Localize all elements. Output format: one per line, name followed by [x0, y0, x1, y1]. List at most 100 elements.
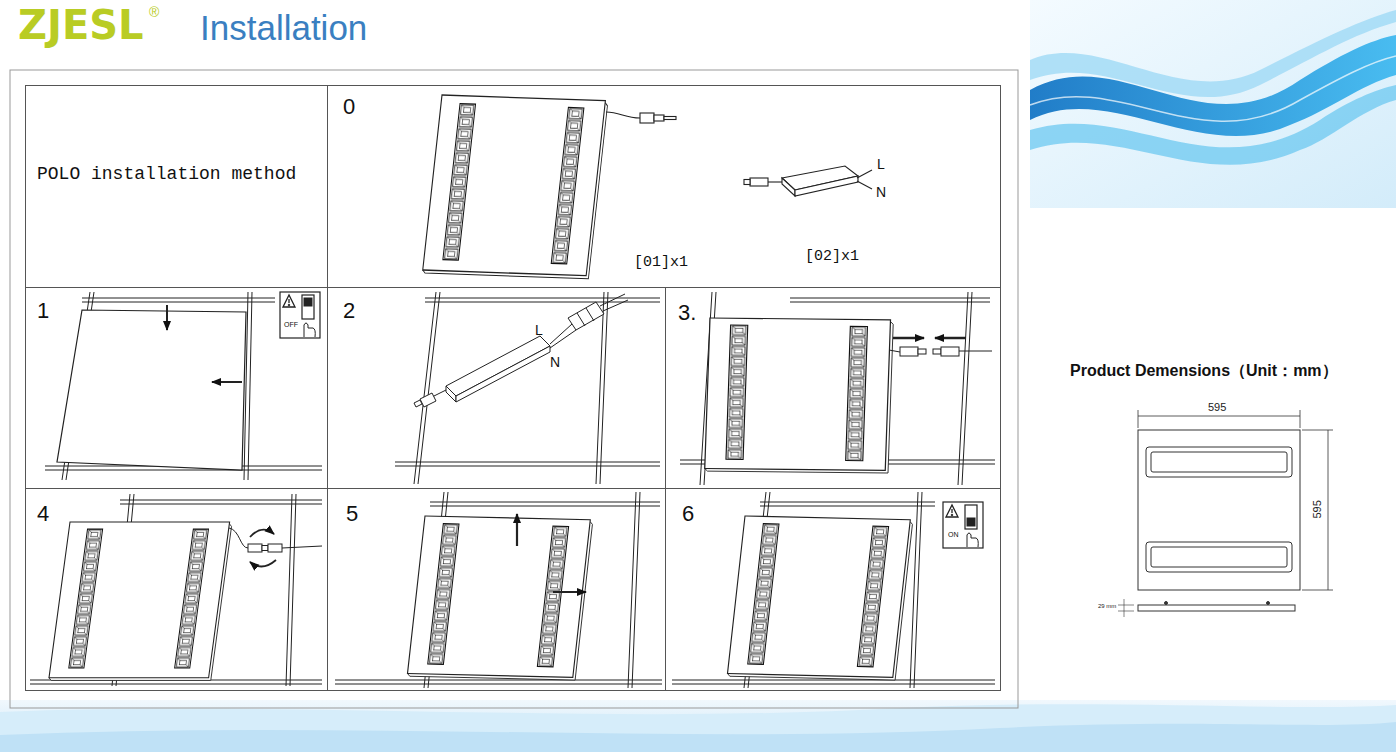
step-number: 6	[682, 501, 694, 526]
step1-ceiling	[82, 298, 275, 302]
step3-connect	[941, 347, 959, 356]
step4-lock	[268, 544, 282, 552]
step3-connect	[680, 292, 995, 485]
step2-driver-wiring	[395, 292, 660, 484]
step6-power-on	[672, 492, 995, 688]
step3-connect	[918, 349, 926, 354]
step2-driver-wiring	[550, 324, 572, 344]
step6-power-on	[967, 518, 975, 526]
footer-wave-band	[0, 704, 1396, 752]
dimension-drawing	[1146, 447, 1292, 477]
step5-insert	[335, 680, 662, 684]
method-title: POLO installation method	[37, 164, 296, 185]
step-cell: 3.	[665, 287, 1001, 489]
registered-mark: ®	[149, 4, 159, 20]
wire-name: N	[876, 184, 886, 200]
step0-parts	[795, 176, 858, 196]
dimension-drawing	[1118, 599, 1134, 617]
step6-power-on	[760, 502, 935, 506]
step-number: 0	[343, 94, 355, 119]
step5-insert	[553, 591, 586, 593]
dimension-drawing	[1151, 452, 1287, 472]
step2-driver-wiring	[600, 294, 628, 311]
step1-ceiling	[212, 381, 242, 383]
step4-lock	[250, 530, 274, 537]
step4-lock	[30, 494, 322, 686]
step0-parts	[750, 178, 768, 186]
step3-connect	[705, 318, 894, 473]
dimension-drawing	[1138, 605, 1295, 611]
dimension-drawing	[1267, 602, 1270, 605]
step1-ceiling	[166, 305, 168, 330]
step1-ceiling	[45, 292, 322, 480]
step2-driver-wiring	[420, 393, 436, 407]
step0-parts	[782, 178, 795, 196]
step3-connect	[958, 292, 972, 485]
step4-lock	[262, 546, 268, 551]
step2-driver-wiring	[432, 390, 446, 397]
step2-driver-wiring	[414, 400, 422, 407]
step2-driver-wiring	[577, 308, 594, 326]
step6-power-on	[727, 516, 913, 680]
step5-insert	[628, 492, 640, 688]
dimension-drawing	[1146, 542, 1292, 572]
step4-lock	[250, 560, 276, 567]
step0-parts	[664, 117, 676, 120]
part-count: [02]x1	[805, 248, 859, 265]
step0-parts	[640, 113, 654, 123]
step0-parts	[422, 95, 608, 279]
part-count: [01]x1	[634, 254, 688, 271]
dimension-drawing	[1118, 410, 1333, 617]
dimension-drawing	[1151, 547, 1287, 567]
dimension-value: 595	[1311, 500, 1324, 518]
step-cell: 4	[25, 488, 328, 691]
step-cell: 1	[25, 287, 328, 489]
step0-parts	[857, 170, 872, 178]
brand-logo: ZJESL	[18, 2, 144, 48]
header-wave-image	[1030, 0, 1396, 208]
step1-ceiling	[304, 298, 312, 306]
step2-driver-wiring	[596, 292, 608, 484]
switch-state: OFF	[284, 321, 298, 329]
step2-driver-wiring	[446, 386, 456, 402]
step4-lock	[282, 546, 322, 548]
step-number: 4	[37, 501, 49, 526]
header-wave-image	[1030, 0, 1396, 208]
step4-lock	[286, 494, 296, 686]
method-cell: POLO installation method	[25, 85, 328, 288]
page-title: Installation	[200, 8, 367, 48]
step2-driver-wiring	[395, 462, 660, 466]
step5-insert	[407, 516, 593, 680]
step-number: 3.	[678, 300, 696, 325]
step3-connect	[959, 351, 992, 352]
step4-lock	[49, 522, 232, 680]
switch-state: ON	[948, 531, 959, 539]
step3-connect	[900, 347, 918, 356]
step-number: 5	[346, 501, 358, 526]
step3-connect	[893, 337, 924, 340]
dimension-drawing	[1138, 430, 1300, 590]
step0-parts	[768, 181, 782, 182]
step2-driver-wiring	[550, 330, 576, 348]
dimension-value: 29 mm	[1098, 603, 1116, 610]
header-wave-image	[1030, 56, 1396, 121]
wire-name: L	[535, 322, 543, 338]
step5-insert	[430, 502, 660, 506]
step2-driver-wiring	[414, 292, 440, 484]
step-number: 1	[37, 298, 49, 323]
step0-parts	[606, 112, 640, 118]
step-number: 2	[343, 298, 355, 323]
dimension-value: 595	[1208, 401, 1226, 414]
step2-driver-wiring	[456, 346, 550, 402]
outer-frame	[10, 70, 1018, 708]
step-cell: 6	[665, 488, 1001, 691]
step3-connect	[935, 337, 966, 340]
step6-power-on	[910, 492, 922, 688]
step3-connect	[790, 298, 990, 302]
step2-driver-wiring	[568, 302, 604, 330]
step3-connect	[933, 349, 941, 354]
wire-name: L	[877, 156, 885, 172]
step0-parts	[654, 115, 664, 121]
step0-parts	[857, 181, 872, 189]
